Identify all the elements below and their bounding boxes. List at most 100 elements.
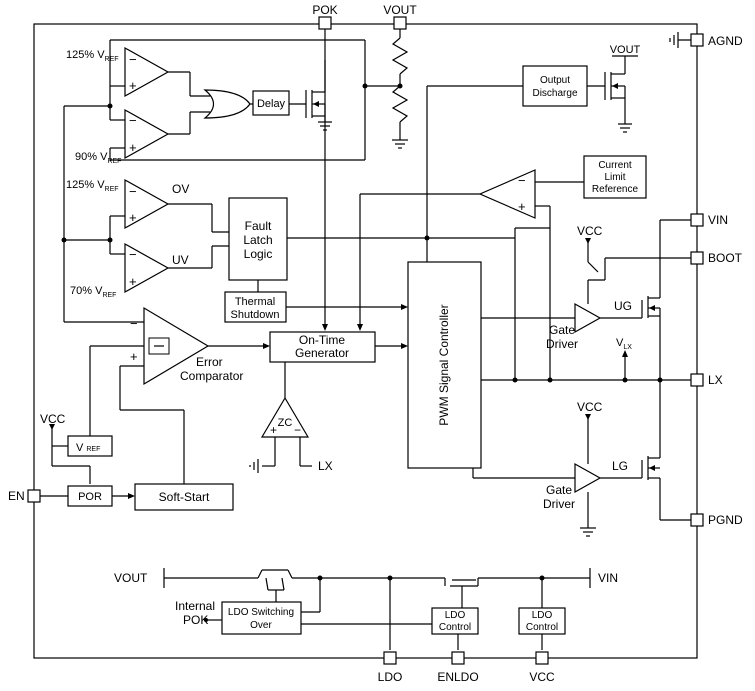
svg-text:VLX: VLX (616, 337, 632, 351)
gate-driver-2-label-a: Gate (546, 483, 572, 497)
ov-label: OV (172, 182, 189, 196)
ldo-switch-label-1: LDO Switching (228, 607, 294, 618)
svg-text:+: + (129, 274, 137, 289)
pwm-label: PWM Signal Controller (437, 304, 451, 425)
ldo-control-2-label-1: LDO (532, 610, 553, 621)
svg-text:+: + (129, 140, 137, 155)
fault-label-3: Logic (244, 247, 273, 261)
delay-block (252, 90, 290, 116)
ldo-control-1-label-1: LDO (445, 610, 466, 621)
error-label-2: Comparator (180, 369, 243, 383)
comparator-90 (124, 108, 170, 160)
on-time-label-1: On-Time (299, 333, 346, 347)
svg-text:−: − (518, 173, 526, 188)
ref-70: 70% (70, 285, 92, 297)
vcc-left-label: VCC (40, 412, 66, 426)
soft-start-block (134, 483, 234, 511)
ldo-switch-label-2: Over (250, 620, 272, 631)
svg-text:−: − (129, 52, 137, 67)
pin-pgnd (690, 513, 704, 527)
pin-pgnd-label: PGND (708, 513, 743, 527)
fault-label-1: Fault (245, 219, 272, 233)
resistor-upper (391, 37, 409, 75)
internal-label-1: Internal (175, 599, 215, 613)
pin-en-label: EN (8, 489, 25, 503)
por-label: POR (78, 491, 102, 503)
svg-text:125% VREF: 125% VREF (66, 49, 119, 63)
ldo-control-1 (431, 607, 479, 635)
zc-lx-label: LX (318, 459, 333, 473)
pin-en (27, 489, 41, 503)
ldo-control-2-label-2: Control (526, 622, 558, 633)
svg-text:+: + (518, 199, 526, 214)
vout-discharge-label: VOUT (610, 44, 641, 56)
output-discharge-label-1: Output (540, 75, 570, 86)
pin-vout-label: VOUT (383, 3, 417, 17)
pin-lx-label: LX (708, 373, 723, 387)
soft-start-label: Soft-Start (159, 490, 210, 504)
current-limit-comparator (478, 169, 536, 219)
resistor-lower (391, 85, 409, 123)
pin-vout (393, 16, 407, 30)
svg-text:−: − (129, 113, 137, 128)
internal-label-2: POK (183, 613, 208, 627)
vlx-sub: LX (623, 344, 632, 351)
thermal-label-2: Shutdown (231, 309, 280, 321)
pin-vcc (535, 651, 549, 665)
lg-label: LG (612, 459, 628, 473)
vref-block-label: V (76, 442, 84, 454)
gate-driver-1-label-a: Gate (549, 323, 575, 337)
gate-driver-2-label-b: Driver (543, 497, 575, 511)
pin-lx (690, 373, 704, 387)
on-time-generator (269, 331, 376, 363)
current-limit-label-3: Reference (592, 184, 639, 195)
pin-enldo-label: ENLDO (437, 670, 478, 684)
svg-text:−: − (130, 316, 138, 331)
pin-vin-label: VIN (708, 213, 728, 227)
or-gate (203, 89, 251, 119)
ug-gate-driver (574, 302, 602, 334)
comparator-125-a (124, 46, 170, 98)
vref-block-sub: REF (86, 446, 100, 453)
svg-text:−: − (294, 423, 301, 437)
pin-enldo (451, 651, 465, 665)
output-discharge (522, 65, 588, 107)
uv-label: UV (172, 253, 189, 267)
ldo-control-1-label-2: Control (439, 622, 471, 633)
svg-text:−: − (129, 184, 137, 199)
current-limit-label-2: Limit (604, 172, 625, 183)
comparator-uv (124, 242, 170, 294)
fault-latch-logic (228, 197, 288, 281)
on-time-label-2: Generator (295, 346, 349, 360)
thermal-label-1: Thermal (235, 296, 275, 308)
svg-text:70% VREF: 70% VREF (70, 285, 116, 299)
svg-text:+: + (129, 78, 137, 93)
vout-ldo-label: VOUT (114, 571, 148, 585)
svg-text:125% VREF: 125% VREF (66, 179, 119, 193)
pin-boot-label: BOOT (708, 251, 743, 265)
ref-125-b: 125% (66, 179, 94, 191)
pin-vin (690, 213, 704, 227)
chip-outline (33, 23, 698, 659)
ref-90: 90% (75, 151, 97, 163)
comparator-ov (124, 178, 170, 230)
output-discharge-label-2: Discharge (532, 88, 577, 99)
pin-pok (318, 16, 332, 30)
delay-label: Delay (257, 98, 286, 110)
svg-text:90% VREF: 90% VREF (75, 151, 121, 165)
pin-ldo (383, 651, 397, 665)
pin-pok-label: POK (312, 3, 337, 17)
svg-text:VREF: VREF (76, 442, 100, 454)
ldo-control-2 (518, 607, 566, 635)
ldo-switching-over (221, 601, 302, 635)
pin-agnd (690, 33, 704, 47)
thermal-shutdown (224, 291, 287, 323)
pin-ldo-label: LDO (378, 670, 403, 684)
svg-text:−: − (129, 247, 137, 262)
vin-ldo-label: VIN (598, 571, 618, 585)
svg-text:+: + (130, 349, 138, 364)
ug-label: UG (614, 299, 632, 313)
zc-comparator (260, 396, 310, 438)
gate-driver-1-label-b: Driver (546, 337, 578, 351)
